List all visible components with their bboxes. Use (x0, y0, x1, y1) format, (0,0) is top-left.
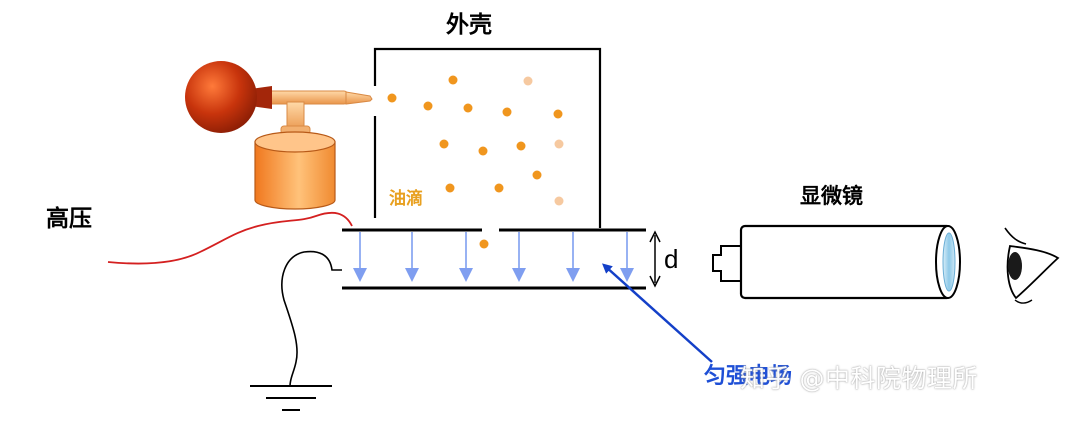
microscope-lens (942, 232, 956, 292)
oil-droplet (494, 183, 504, 193)
field-arrows (353, 232, 634, 282)
high-voltage-wire (107, 211, 353, 265)
oil-container-top (254, 131, 336, 153)
uniform-field-label: 匀强电场 (704, 364, 793, 389)
field-arrow (620, 232, 634, 282)
oil-droplet (516, 141, 526, 151)
oil-droplet (502, 107, 512, 117)
field-arrow (353, 232, 367, 282)
distance-label: d (664, 244, 679, 274)
oil-drop-label: 油滴 (389, 189, 423, 209)
oil-droplet (463, 103, 473, 113)
oil-droplets-faint (523, 76, 564, 206)
microscope-label: 显微镜 (800, 184, 863, 208)
eye-icon (1004, 227, 1060, 304)
oil-droplets (387, 75, 563, 249)
watermark: 知乎 @中科院物理所 (740, 364, 978, 393)
field-pointer-arrow (602, 263, 713, 363)
field-arrow (566, 232, 580, 282)
high-voltage-label: 高压 (46, 206, 92, 232)
microscope (712, 224, 961, 300)
microscope-body (739, 224, 953, 300)
oil-droplet (478, 146, 488, 156)
shell-label: 外壳 (446, 12, 492, 38)
ground-wire (281, 250, 342, 387)
oil-droplet (387, 93, 397, 103)
oil-droplet-faint (554, 196, 564, 206)
oil-droplet (553, 109, 563, 119)
oil-droplet-faint (554, 139, 564, 149)
distance-indicator (649, 230, 661, 288)
oil-droplet (479, 239, 489, 249)
shell-inlet-gap (372, 86, 378, 116)
oil-droplet (448, 75, 458, 85)
oil-container (254, 141, 336, 210)
atomizer-nozzle (345, 91, 373, 105)
ground-icon (250, 385, 332, 411)
atomizer-pipe (267, 90, 349, 105)
shell-box (373, 47, 602, 228)
field-arrow (512, 232, 526, 282)
microscope-eyepiece (712, 245, 742, 282)
field-arrow (405, 232, 419, 282)
oil-droplet-faint (523, 76, 533, 86)
oil-droplet (445, 183, 455, 193)
oil-droplet (439, 139, 449, 149)
oil-droplet (532, 170, 542, 180)
rubber-bulb (185, 61, 257, 133)
atomizer (185, 61, 373, 210)
field-arrow (459, 232, 473, 282)
oil-droplet (423, 101, 433, 111)
